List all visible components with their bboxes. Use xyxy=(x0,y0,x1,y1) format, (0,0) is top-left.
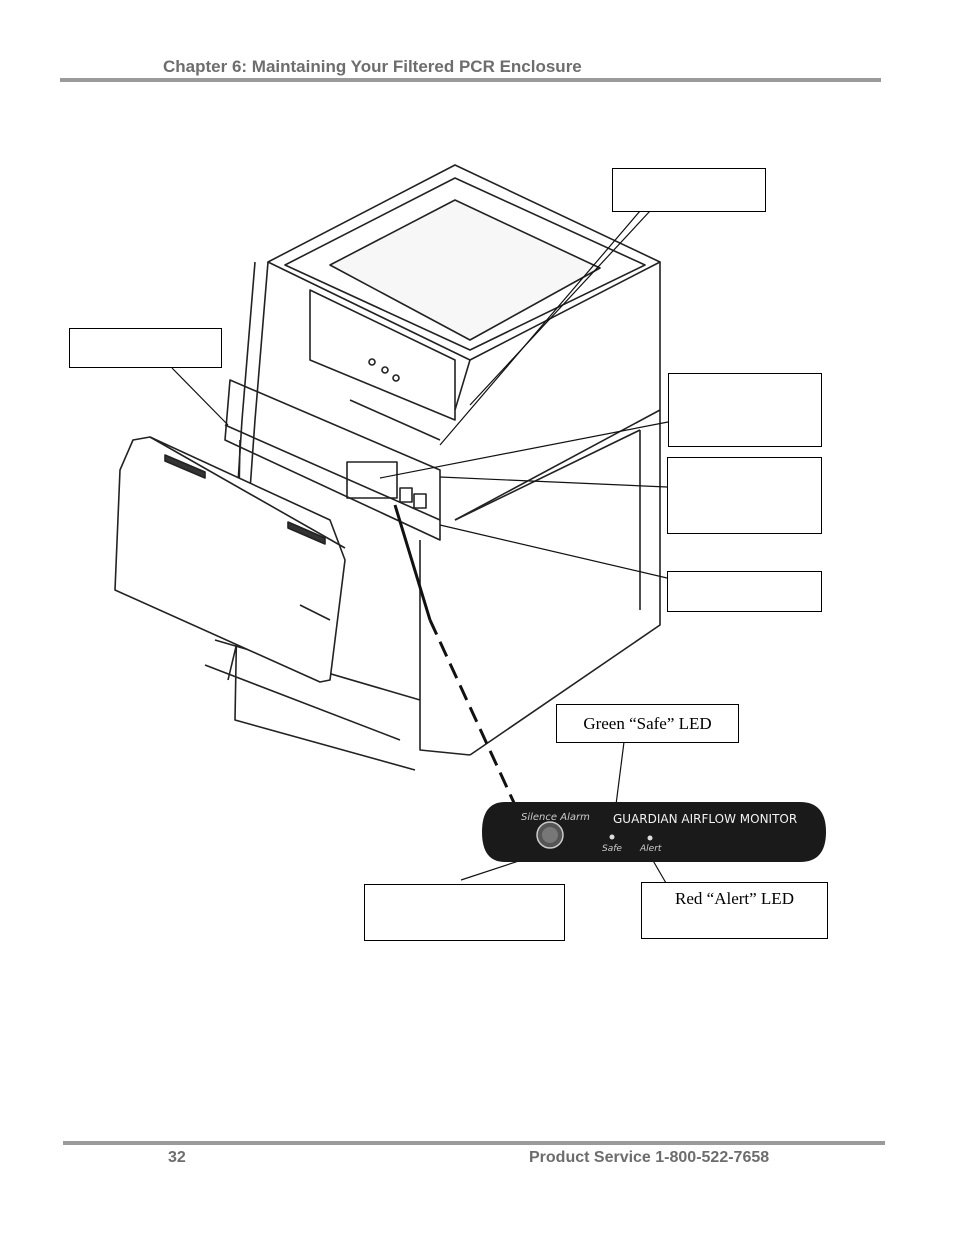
callout-right-1 xyxy=(668,373,822,447)
chapter-title: Chapter 6: Maintaining Your Filtered PCR… xyxy=(163,57,582,76)
callout-right-2 xyxy=(667,457,822,534)
header-rule xyxy=(60,78,881,82)
callout-top-right xyxy=(612,168,766,212)
product-service: Product Service 1-800-522-7658 xyxy=(529,1149,770,1166)
footer-rule xyxy=(63,1141,885,1145)
callout-red-led: Red “Alert” LED xyxy=(641,882,828,939)
silence-alarm-label: Silence Alarm xyxy=(521,812,590,823)
callout-right-3 xyxy=(667,571,822,612)
callout-green-led: Green “Safe” LED xyxy=(556,704,739,743)
callout-silence-alarm xyxy=(364,884,565,941)
alert-label: Alert xyxy=(639,844,662,854)
green-led-label: Green “Safe” LED xyxy=(583,714,712,733)
monitor-title: GUARDIAN AIRFLOW MONITOR xyxy=(613,812,797,826)
red-led-label: Red “Alert” LED xyxy=(675,889,794,908)
airflow-monitor-panel xyxy=(482,802,826,862)
safe-label: Safe xyxy=(602,844,622,854)
page-number: 32 xyxy=(168,1149,186,1166)
callout-left xyxy=(69,328,222,368)
